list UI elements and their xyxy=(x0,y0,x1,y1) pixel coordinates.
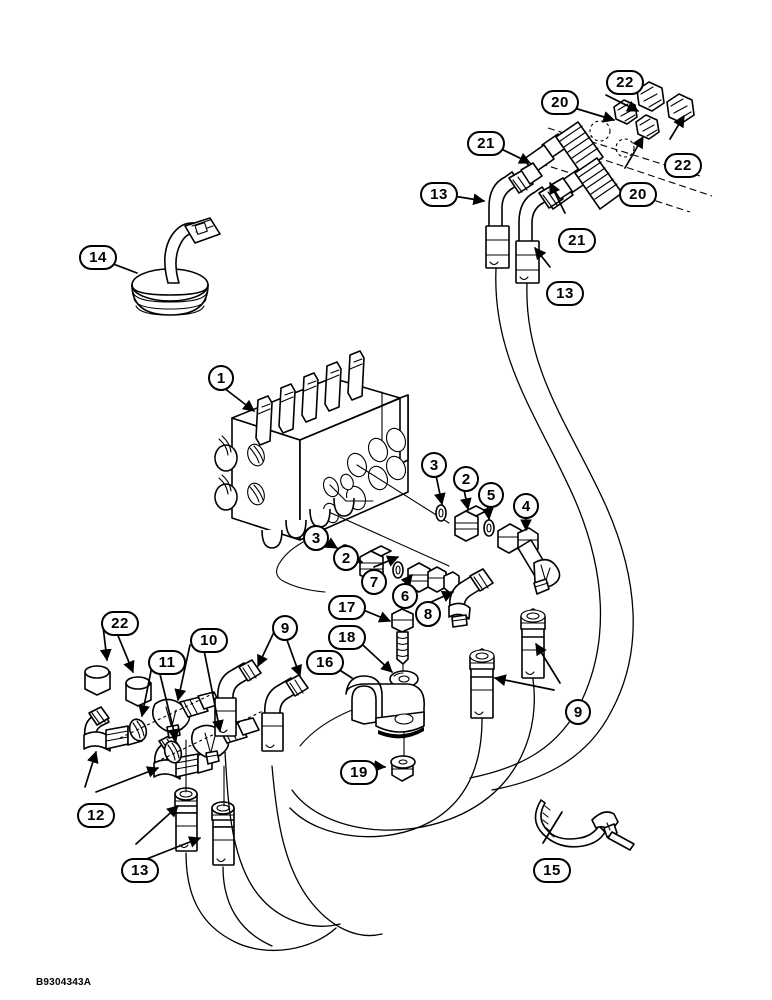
callout-16[interactable]: 16 xyxy=(306,650,344,675)
callout-13[interactable]: 13 xyxy=(420,182,458,207)
part-17-bolt-and-18-washer xyxy=(389,608,419,760)
part-7-straight-adapter xyxy=(407,562,460,594)
callout-6[interactable]: 6 xyxy=(392,583,418,609)
hose-end-left xyxy=(469,648,495,719)
callout-22[interactable]: 22 xyxy=(101,611,139,636)
part-4-elbow-tube xyxy=(497,523,561,595)
valve-fittings-left-face xyxy=(214,435,265,511)
part-22-cap-nut-lower xyxy=(666,93,695,124)
part-9-hose-end-lower xyxy=(261,674,309,752)
part-13-hose-end-a xyxy=(174,787,198,852)
exploded-row-upper xyxy=(435,504,561,595)
part-16-hose-clamp xyxy=(299,675,425,747)
callout-22[interactable]: 22 xyxy=(664,153,702,178)
callout-13[interactable]: 13 xyxy=(121,858,159,883)
callout-3[interactable]: 3 xyxy=(303,525,329,551)
valve-spool-levers xyxy=(255,350,365,446)
hose-end-right xyxy=(520,608,546,679)
callout-8[interactable]: 8 xyxy=(415,601,441,627)
valve-ports-right-face xyxy=(322,427,407,524)
part-15-cable-tie xyxy=(534,799,635,851)
callout-14[interactable]: 14 xyxy=(79,245,117,270)
callout-7[interactable]: 7 xyxy=(361,569,387,595)
callout-5[interactable]: 5 xyxy=(478,482,504,508)
lower-left-assembly xyxy=(83,659,309,866)
callout-10[interactable]: 10 xyxy=(190,628,228,653)
part-13-hose-end-b xyxy=(211,801,235,866)
callout-9[interactable]: 9 xyxy=(565,699,591,725)
callout-22[interactable]: 22 xyxy=(606,70,644,95)
callout-1[interactable]: 1 xyxy=(208,365,234,391)
part-20-hex-nut-lower xyxy=(635,114,660,140)
callout-11[interactable]: 11 xyxy=(148,650,186,675)
callout-2[interactable]: 2 xyxy=(453,466,479,492)
part-1-valve-block xyxy=(214,350,409,549)
part-21-coupler-upper xyxy=(523,121,604,174)
part-20-hex-nut-upper xyxy=(613,99,638,125)
hose-ends-center-right xyxy=(289,608,546,838)
callout-4[interactable]: 4 xyxy=(513,493,539,519)
hose-routing-bottom xyxy=(185,751,383,952)
callout-20[interactable]: 20 xyxy=(541,90,579,115)
part-13-hose-upper-pair xyxy=(485,162,573,284)
callout-17[interactable]: 17 xyxy=(328,595,366,620)
callout-21[interactable]: 21 xyxy=(467,131,505,156)
callout-20[interactable]: 20 xyxy=(619,182,657,207)
callout-3[interactable]: 3 xyxy=(421,452,447,478)
callout-13[interactable]: 13 xyxy=(546,281,584,306)
port-leader-lines xyxy=(276,464,450,593)
figure-id-label: B9304343A xyxy=(36,977,92,988)
callout-12[interactable]: 12 xyxy=(77,803,115,828)
callout-15[interactable]: 15 xyxy=(533,858,571,883)
part-12-elbow-lower xyxy=(153,734,213,780)
callout-19[interactable]: 19 xyxy=(340,760,378,785)
callout-9[interactable]: 9 xyxy=(272,615,298,641)
hose-routing-right xyxy=(469,268,634,791)
part-14-coiled-hose xyxy=(131,217,221,316)
part-19-flange-nut xyxy=(390,755,416,782)
callout-21[interactable]: 21 xyxy=(558,228,596,253)
callout-2[interactable]: 2 xyxy=(333,545,359,571)
part-8-elbow-90 xyxy=(448,568,494,628)
callout-18[interactable]: 18 xyxy=(328,625,366,650)
